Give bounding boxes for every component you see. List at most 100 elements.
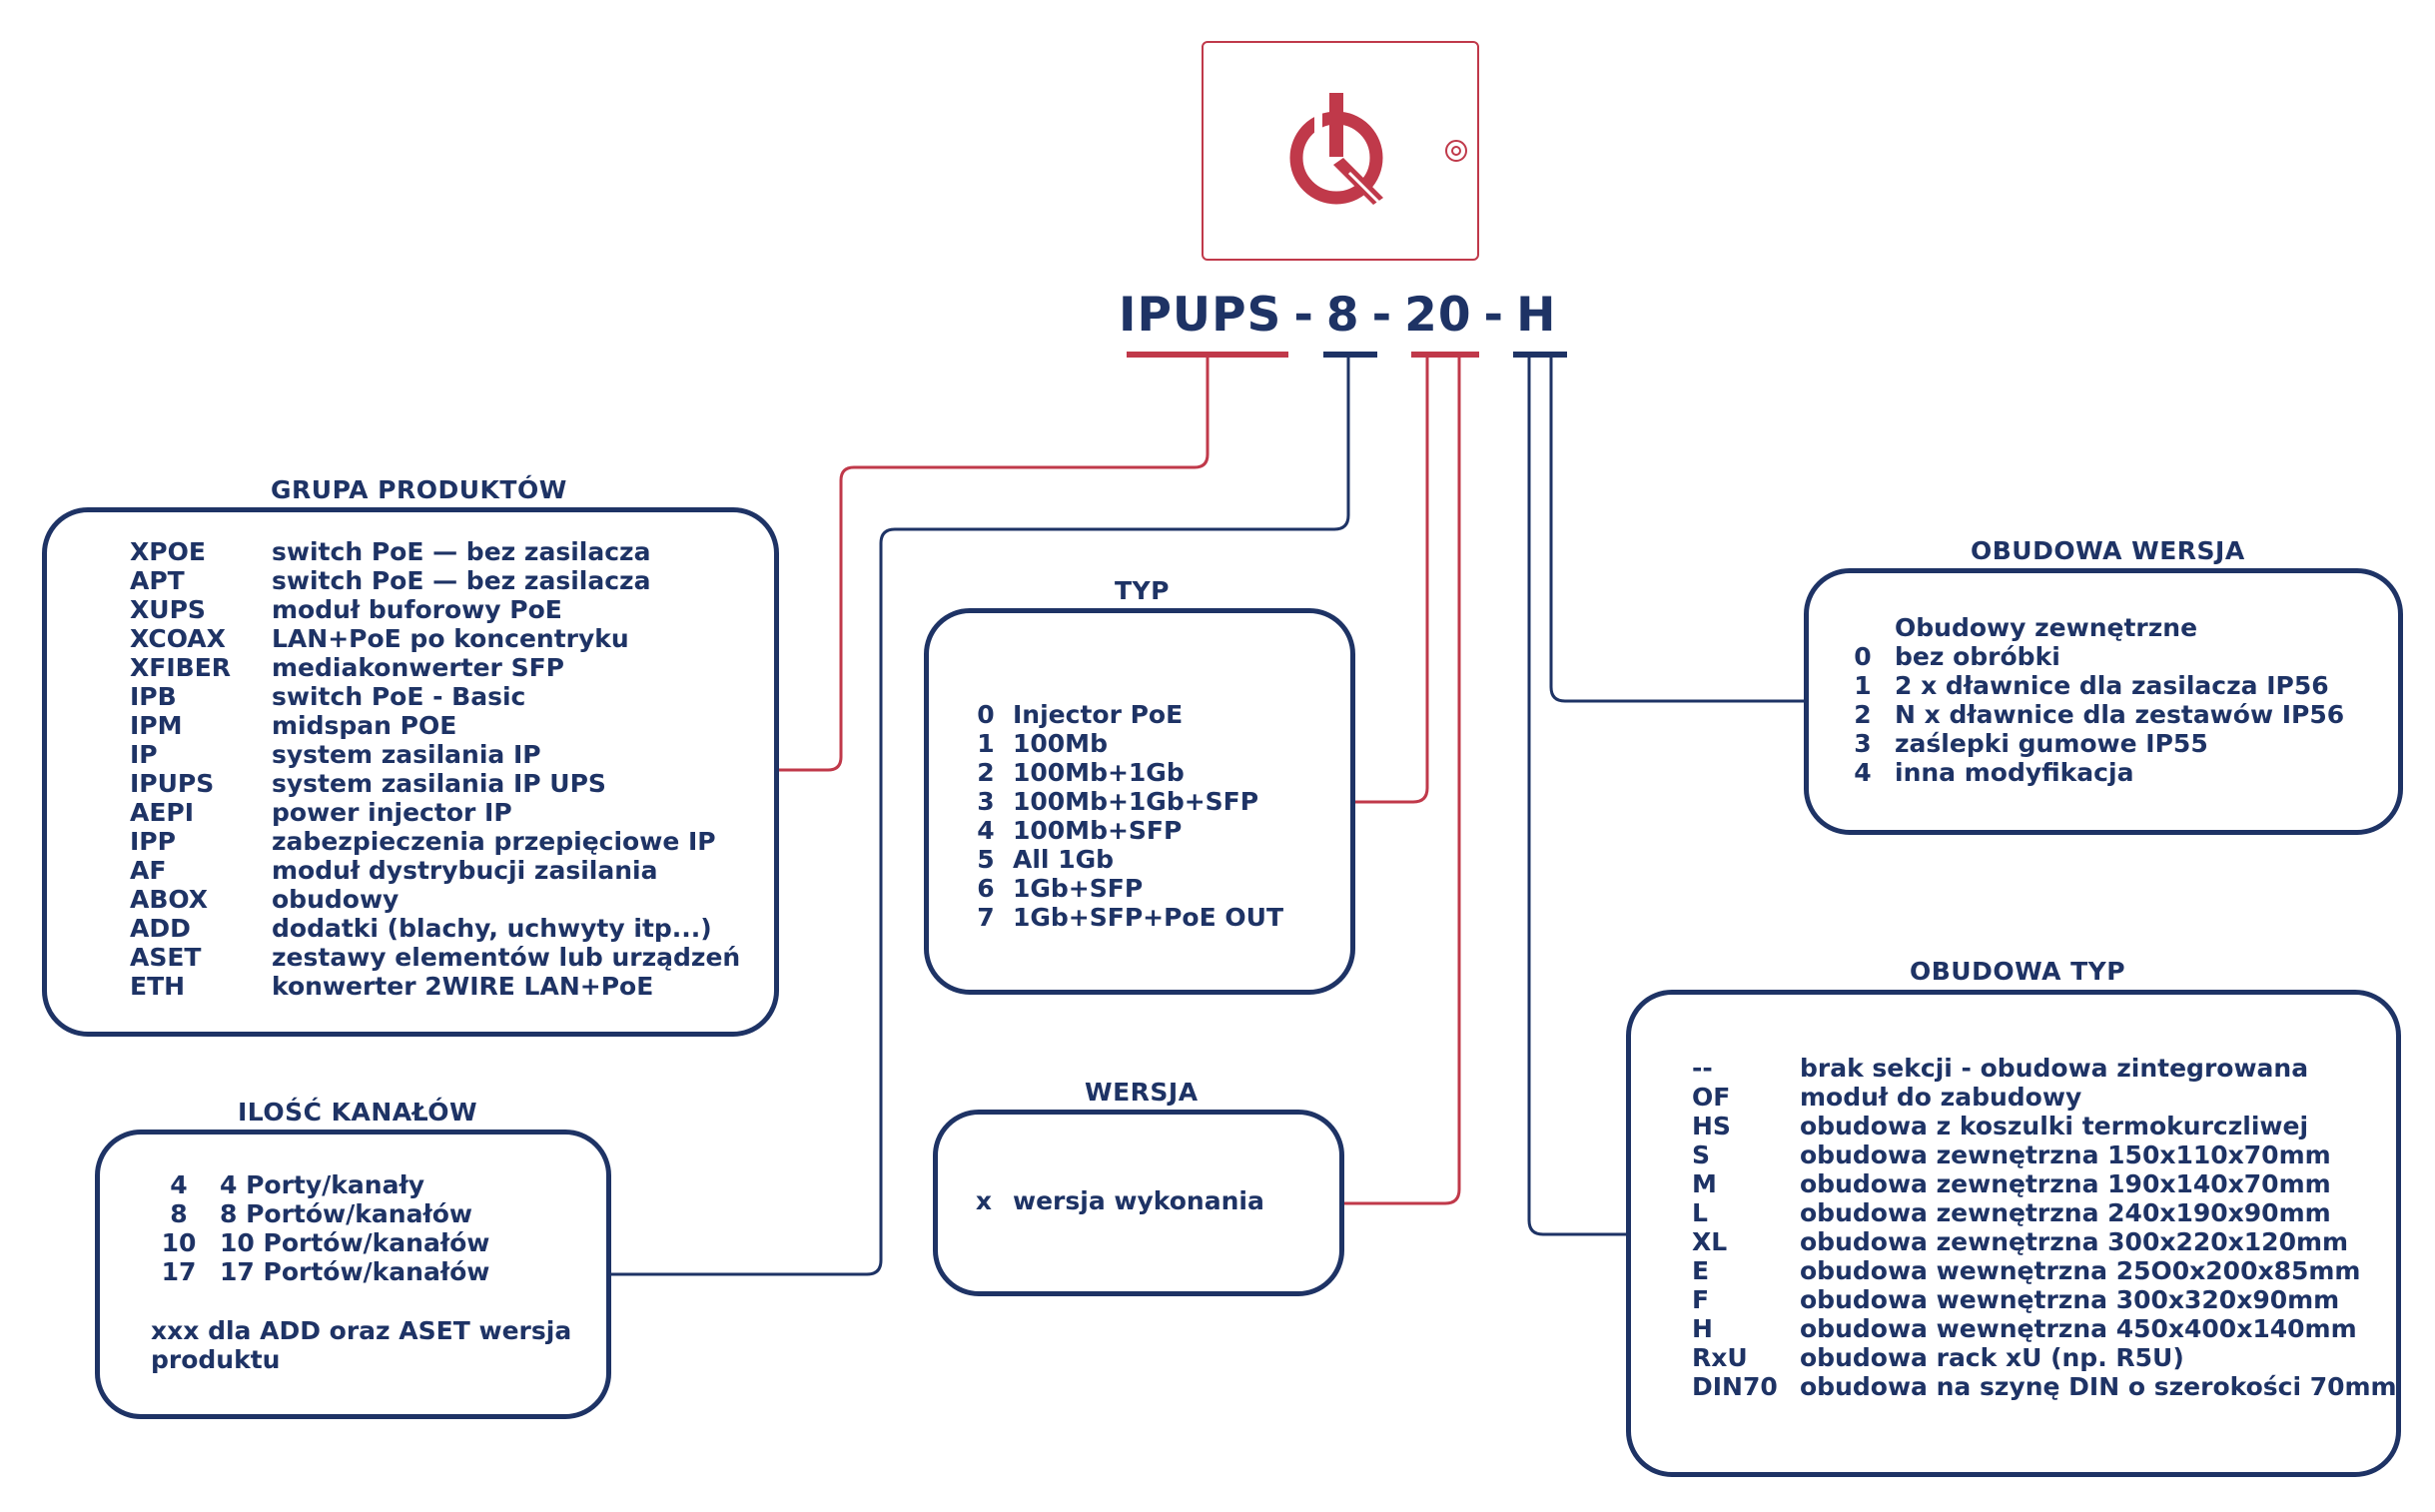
obudowa-typ-box xyxy=(1626,990,2401,1477)
wire-grupa xyxy=(779,355,1210,772)
item-description: obudowa zewnętrzna 150x110x70mm xyxy=(1800,1140,2331,1169)
item-code: IPM xyxy=(130,711,183,740)
code-part-type: 20 xyxy=(1404,288,1472,343)
obudowa-typ-title: OBUDOWA TYP xyxy=(1910,957,2126,986)
item-code: 17 xyxy=(161,1257,197,1286)
item-description: obudowa zewnętrzna 240x190x90mm xyxy=(1800,1198,2331,1227)
wersja-box xyxy=(933,1110,1344,1296)
wire-typ xyxy=(1350,355,1429,804)
item-code: 8 xyxy=(170,1199,188,1228)
item-code: 2 xyxy=(977,758,995,787)
item-code: 7 xyxy=(977,903,995,932)
item-code: M xyxy=(1692,1169,1717,1198)
item-description: inna modyfikacja xyxy=(1895,758,2134,787)
obudowa-wersja-box xyxy=(1804,568,2403,835)
list-item: ADD dodatki (blachy, uchwyty itp...) xyxy=(130,914,712,943)
typ-title: TYP xyxy=(1115,576,1170,605)
grupa-box xyxy=(42,507,779,1037)
device-enclosure xyxy=(1202,41,1479,261)
obudowa-wersja-header: Obudowy zewnętrzne xyxy=(1895,613,2198,642)
item-description: system zasilania IP xyxy=(272,740,541,769)
item-code: 2 xyxy=(1854,700,1872,729)
item-description: obudowa na szynę DIN o szerokości 70mm xyxy=(1800,1372,2397,1401)
item-description: 100Mb+1Gb+SFP xyxy=(1013,787,1259,816)
item-description: 100Mb xyxy=(1013,729,1108,758)
item-code: 0 xyxy=(1854,642,1872,671)
wire-obudowa-wersja xyxy=(1549,355,1806,703)
item-code: 6 xyxy=(977,874,995,903)
item-code: -- xyxy=(1692,1054,1713,1083)
item-code: AEPI xyxy=(130,798,195,827)
item-code: 10 xyxy=(161,1228,197,1257)
list-item: 8 8 Portów/kanałów xyxy=(160,1199,472,1228)
item-code: XUPS xyxy=(130,595,206,624)
item-description: switch PoE - Basic xyxy=(272,682,526,711)
item-code: 4 xyxy=(170,1170,188,1199)
code-separator: - xyxy=(1293,288,1314,343)
item-description: zabezpieczenia przepięciowe IP xyxy=(272,827,716,856)
item-description: obudowa wewnętrzna 25O0x200x85mm xyxy=(1800,1256,2361,1285)
item-code: DIN70 xyxy=(1692,1372,1778,1401)
item-code: L xyxy=(1692,1198,1708,1227)
list-item: XPOE switch PoE — bez zasilacza xyxy=(130,537,650,566)
item-code: H xyxy=(1692,1314,1713,1343)
item-code: 0 xyxy=(977,700,995,729)
item-description: switch PoE — bez zasilacza xyxy=(272,566,651,595)
item-description: 2 x dławnice dla zasilacza IP56 xyxy=(1895,671,2329,700)
item-description: moduł do zabudowy xyxy=(1800,1083,2082,1112)
code-part-channels: 8 xyxy=(1325,288,1360,343)
item-description: power injector IP xyxy=(272,798,512,827)
wire-kanaly xyxy=(611,355,1350,1276)
list-item: IPB switch PoE - Basic xyxy=(130,682,525,711)
kanaly-note-line2: produktu xyxy=(151,1345,281,1374)
item-description: dodatki (blachy, uchwyty itp...) xyxy=(272,914,712,943)
item-description: 8 Portów/kanałów xyxy=(220,1199,472,1228)
code-separator: - xyxy=(1483,288,1505,343)
item-code: IPUPS xyxy=(130,769,215,798)
item-description: konwerter 2WIRE LAN+PoE xyxy=(272,972,654,1001)
item-code: XL xyxy=(1692,1227,1728,1256)
kanaly-title: ILOŚĆ KANAŁÓW xyxy=(238,1098,478,1127)
grupa-title: GRUPA PRODUKTÓW xyxy=(271,475,567,504)
item-description: 4 Porty/kanały xyxy=(220,1170,425,1199)
item-description: switch PoE — bez zasilacza xyxy=(272,537,651,566)
item-code: OF xyxy=(1692,1083,1731,1112)
list-item: AEPI power injector IP xyxy=(130,798,512,827)
item-description: Injector PoE xyxy=(1013,700,1184,729)
list-item: 6 1Gb+SFP xyxy=(969,874,1143,903)
item-code: XPOE xyxy=(130,537,206,566)
item-description: 1Gb+SFP xyxy=(1013,874,1144,903)
item-code: 4 xyxy=(977,816,995,845)
item-code: ADD xyxy=(130,914,191,943)
wersja-title: WERSJA xyxy=(1085,1078,1199,1107)
item-code: IPB xyxy=(130,682,177,711)
item-description: LAN+PoE po koncentryku xyxy=(272,624,629,653)
list-item: 4 4 Porty/kanały xyxy=(160,1170,424,1199)
list-item: 0 Injector PoE xyxy=(969,700,1183,729)
list-item: OF moduł do zabudowy xyxy=(1692,1083,2081,1112)
product-code: IPUPS-8-20-H xyxy=(1119,288,1556,343)
item-code: ASET xyxy=(130,943,202,972)
code-part-housing: H xyxy=(1516,288,1557,343)
item-description: All 1Gb xyxy=(1013,845,1115,874)
item-code: 5 xyxy=(977,845,995,874)
